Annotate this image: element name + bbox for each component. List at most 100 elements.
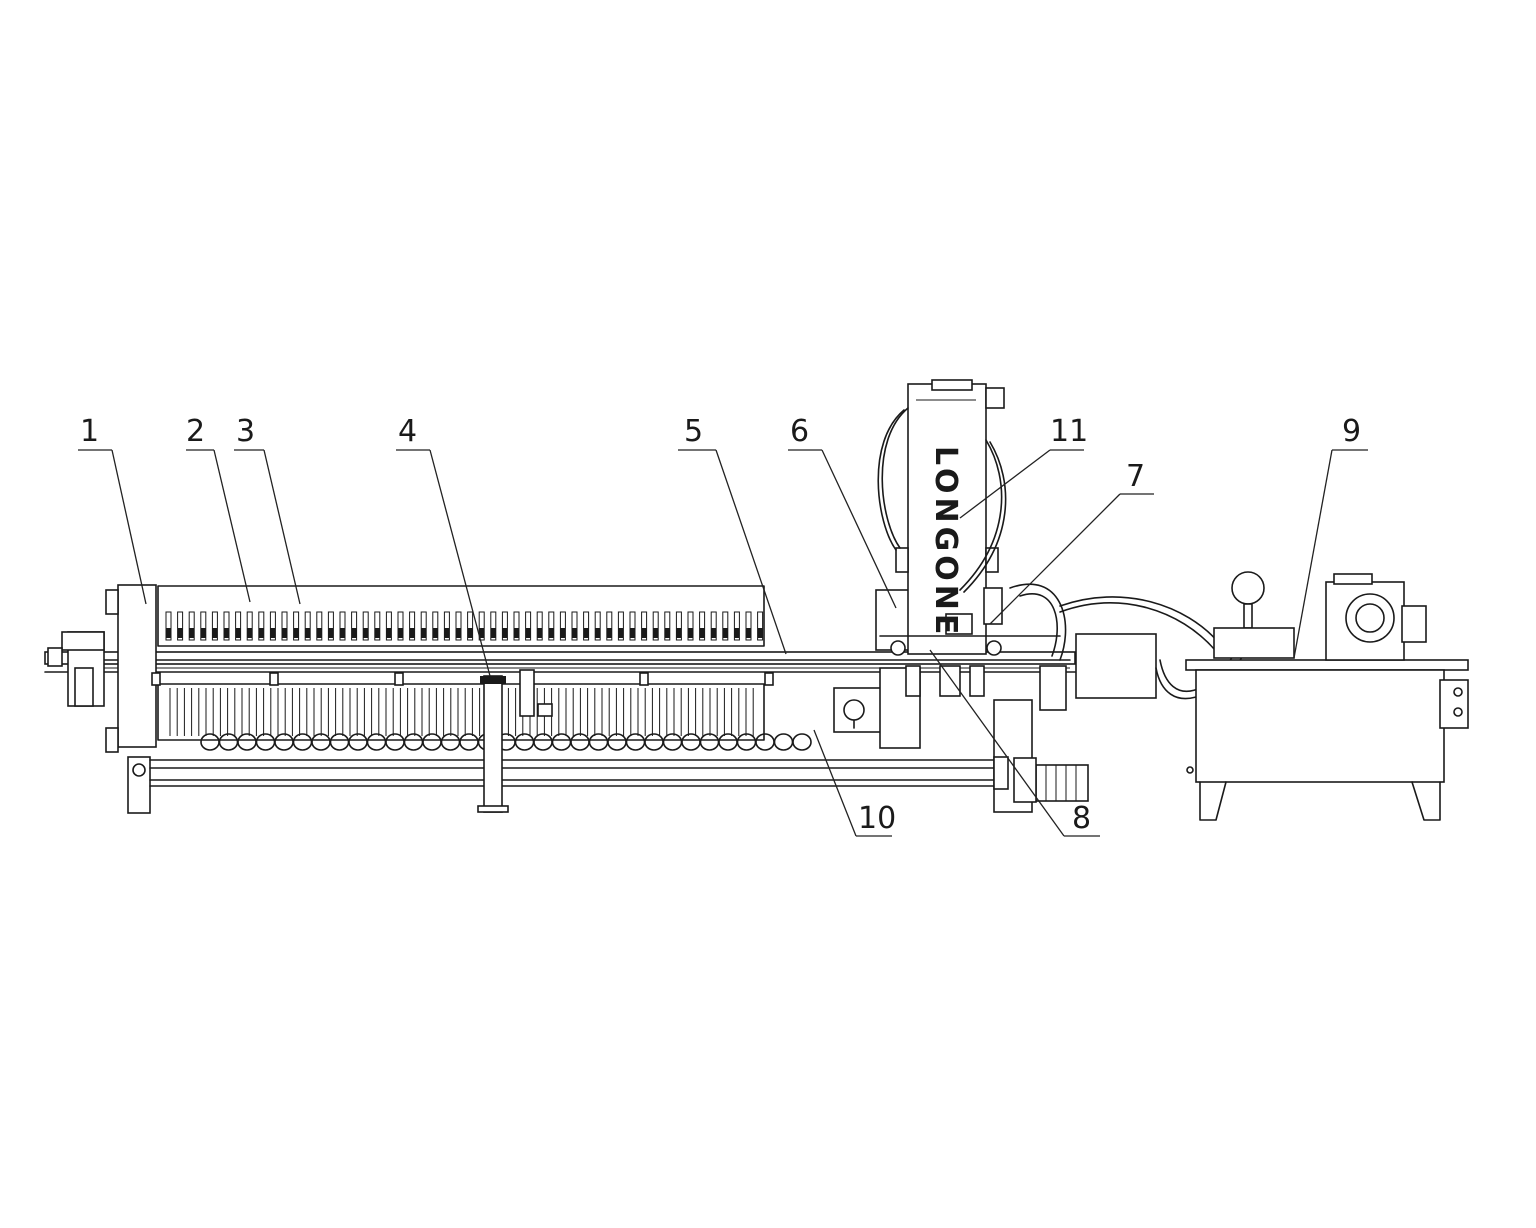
filter-plate [304, 611, 311, 641]
drip-funnel [736, 733, 757, 751]
filter-plate [536, 611, 543, 641]
plate-handle [444, 628, 450, 638]
filter-plate [513, 611, 520, 641]
plate-handle [224, 628, 229, 638]
brand-text: LONGONE [928, 446, 963, 638]
drip-funnel [237, 733, 257, 751]
filter-plate [722, 611, 729, 641]
plate-handle [409, 628, 415, 638]
plate-handle [282, 628, 287, 638]
filter-plate [664, 611, 671, 641]
callout-10: 10 [858, 801, 896, 836]
filter-plates [165, 611, 764, 641]
drip-funnel [773, 733, 794, 751]
filter-plate [246, 611, 253, 641]
plate-handle [363, 628, 369, 638]
drip-funnel [625, 733, 646, 751]
filter-plate [281, 611, 288, 641]
plate-handle [572, 628, 577, 638]
filter-plate [165, 611, 172, 641]
drip-funnel [699, 733, 720, 751]
plate-handle [548, 628, 554, 638]
plate-handle [305, 628, 311, 638]
drip-funnel [662, 733, 683, 751]
pressure-gauge-small [833, 687, 883, 733]
plate-handle [247, 628, 253, 638]
plate-handle [189, 628, 195, 638]
filter-plate [617, 611, 624, 641]
filter-plate [594, 611, 601, 641]
filter-plate [432, 611, 439, 641]
drip-tray-rails [149, 759, 1011, 787]
drip-funnel [274, 733, 294, 751]
callout-5: 5 [684, 414, 703, 449]
plate-handle [166, 628, 171, 638]
filter-plate [200, 611, 207, 641]
filter-plate [559, 611, 566, 641]
filter-plate [501, 611, 508, 641]
plate-handle [757, 628, 763, 638]
plate-handle [374, 628, 380, 638]
plate-handle [514, 628, 519, 638]
plate-handle [340, 628, 345, 638]
drip-funnel [607, 733, 627, 751]
plate-handle [676, 628, 682, 638]
drip-funnel [422, 733, 442, 751]
drip-funnel [755, 733, 775, 751]
drip-funnel [644, 733, 664, 751]
filter-plate [409, 611, 416, 641]
cloth-washing-tower [895, 379, 1005, 655]
plate-handle [606, 628, 612, 638]
plate-handle [212, 628, 218, 638]
callout-4: 4 [398, 414, 417, 449]
filter-plate [490, 611, 497, 641]
hydraulic-station [1185, 659, 1469, 821]
filter-plate [316, 611, 323, 641]
hydraulic-pressure-gauge [1213, 571, 1295, 659]
beam-brackets [151, 669, 897, 717]
drip-tray-funnels [200, 733, 812, 751]
drip-funnel [255, 733, 276, 751]
filter-plate [675, 611, 682, 641]
filter-plate [339, 611, 346, 641]
plate-handle [456, 628, 461, 638]
drip-funnel [200, 733, 220, 751]
filter-plate [385, 611, 392, 641]
plate-handle [386, 628, 392, 638]
callout-6: 6 [790, 414, 809, 449]
filter-plate [420, 611, 427, 641]
filter-plate [269, 611, 276, 641]
drip-funnel [348, 733, 368, 751]
filter-plate [652, 611, 659, 641]
plate-handle [351, 628, 357, 638]
drip-funnel [385, 733, 405, 751]
drip-funnel [403, 733, 424, 751]
plate-handle [479, 628, 485, 638]
plate-handle [525, 628, 531, 638]
callout-7: 7 [1126, 459, 1145, 494]
callout-11: 11 [1050, 414, 1088, 449]
filter-plate [525, 611, 532, 641]
drip-funnel [329, 733, 350, 751]
plate-handle [595, 628, 601, 638]
plate-handle [398, 628, 403, 638]
callout-9: 9 [1342, 414, 1361, 449]
drive-motor [1013, 757, 1089, 803]
filter-plate [362, 611, 369, 641]
plate-handle [746, 628, 751, 638]
plate-handle [490, 628, 496, 638]
drip-funnel [311, 733, 331, 751]
drip-funnel [514, 733, 535, 751]
filter-plate [351, 611, 358, 641]
filter-plate [606, 611, 613, 641]
filter-plate [571, 611, 578, 641]
filter-plate [745, 611, 752, 641]
filter-plate [258, 611, 265, 641]
filter-plate [374, 611, 381, 641]
plate-handle [467, 628, 473, 638]
filter-plate [188, 611, 195, 641]
plate-handle [688, 628, 693, 638]
filter-plate [397, 611, 404, 641]
head-plate [47, 584, 157, 814]
